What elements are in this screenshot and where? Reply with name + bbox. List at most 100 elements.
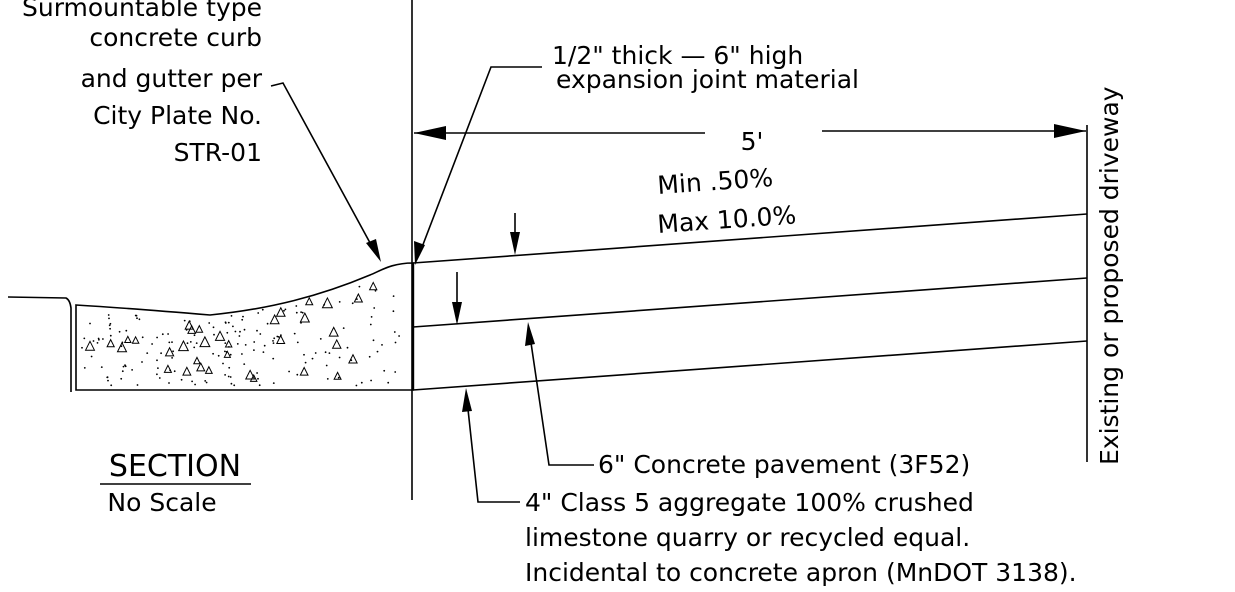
hatch-dot [212,326,215,329]
hatch-triangle [328,326,339,337]
hatch-dot [157,367,159,369]
hatch-dot [311,357,314,360]
hatch-dot [186,342,189,345]
hatch-dot [118,330,121,333]
hatch-dot [239,330,241,333]
hatch-dot [381,344,383,346]
hatch-dot [360,381,363,384]
hatch-dot [189,341,192,343]
thickness-arrows [452,213,520,325]
hatch-dot [131,369,134,371]
hatch-dot [304,361,307,364]
hatch-dot [108,317,110,320]
hatch-dot [241,353,243,355]
hatch-dot [293,332,296,335]
curb-note: Surmountable type concrete curb and gutt… [22,0,381,262]
pavement-note-leader [529,335,594,466]
hatch-triangle [331,338,342,349]
section-title: SECTION [109,449,241,484]
hatch-triangle [116,341,128,353]
hatch-dot [398,335,400,337]
hatch-dot [110,384,113,387]
hatch-dot [232,325,234,328]
joint-note-leader [418,66,542,256]
hatch-dot [193,346,196,349]
hatch-dot [108,324,111,327]
hatch-dot [136,384,139,386]
hatch-dot [141,336,144,339]
hatch-dot [213,333,215,336]
hatch-dot [217,354,220,357]
hatch-dot [272,342,275,344]
hatch-triangle [182,366,192,376]
hatch-dot [328,352,331,354]
hatch-triangle [164,346,175,357]
pavement-note-arrowhead [525,322,535,346]
hatch-dot [168,382,170,384]
hatch-dot [338,356,341,359]
section-title-block: SECTION No Scale [100,449,251,517]
hatch-dot [204,380,207,382]
hatch-dot [205,381,208,384]
hatch-triangle [321,296,334,309]
hatch-dot [272,357,275,360]
hatch-triangle [299,311,311,323]
hatch-dot [229,376,232,378]
hatch-dot [230,315,233,317]
curb-note-arrowhead [366,239,381,262]
hatch-dot [125,329,128,332]
hatch-dot [83,337,86,340]
hatch-dot [284,308,287,311]
hatch-dot [242,315,244,318]
driveway-note: Existing or proposed driveway [1095,86,1124,465]
hatch-dot [326,378,329,380]
dimension-arrow-left [414,126,446,140]
hatch-triangle [244,369,256,380]
hatch-dot [296,373,299,376]
hatch-triangle [304,296,314,306]
hatch-dot [342,327,345,329]
hatch-dot [135,314,138,317]
hatch-triangle [353,292,364,303]
hatch-dot [295,311,298,314]
hatch-dot [243,363,246,365]
hatch-dot [92,340,95,342]
hatch-triangle [195,324,204,333]
hatch-triangle [177,339,190,352]
hatch-dot [229,353,232,356]
hatch-triangle [275,334,286,344]
hatch-dot [346,346,349,349]
hatch-dot [122,365,125,368]
hatch-dot [259,333,262,335]
hatch-dot [337,376,340,379]
hatch-dot [369,323,372,326]
hatch-dot [314,352,317,354]
aggregate-note-line-2: limestone quarry or recycled equal. [525,523,970,552]
hatch-dot [107,379,109,382]
hatch-dot [224,342,227,344]
hatch-dot [272,340,274,342]
hatch-dot [373,307,376,309]
hatch-triangle [249,373,258,382]
hatch-dot [288,370,290,373]
hatch-dot [224,374,227,376]
hatch-dot [370,316,373,318]
hatch-triangle [84,340,96,351]
hatch-dot [266,322,269,325]
hatch-dot [136,317,138,320]
aggregate-note-arrowhead [462,388,472,412]
hatch-dot [261,308,264,311]
hatch-dot [222,362,224,365]
hatch-dot [273,337,276,340]
hatch-dot [141,361,143,363]
hatch-dot [393,331,396,333]
hatch-dot [392,295,395,297]
hatch-dot [212,352,215,355]
hatch-dot [243,328,246,331]
hatch-dot [106,376,109,379]
curb-note-line-1: Surmountable type [22,0,262,22]
hatch-dot [296,341,299,344]
hatch-dot [167,333,170,335]
hatch-dot [208,322,211,324]
